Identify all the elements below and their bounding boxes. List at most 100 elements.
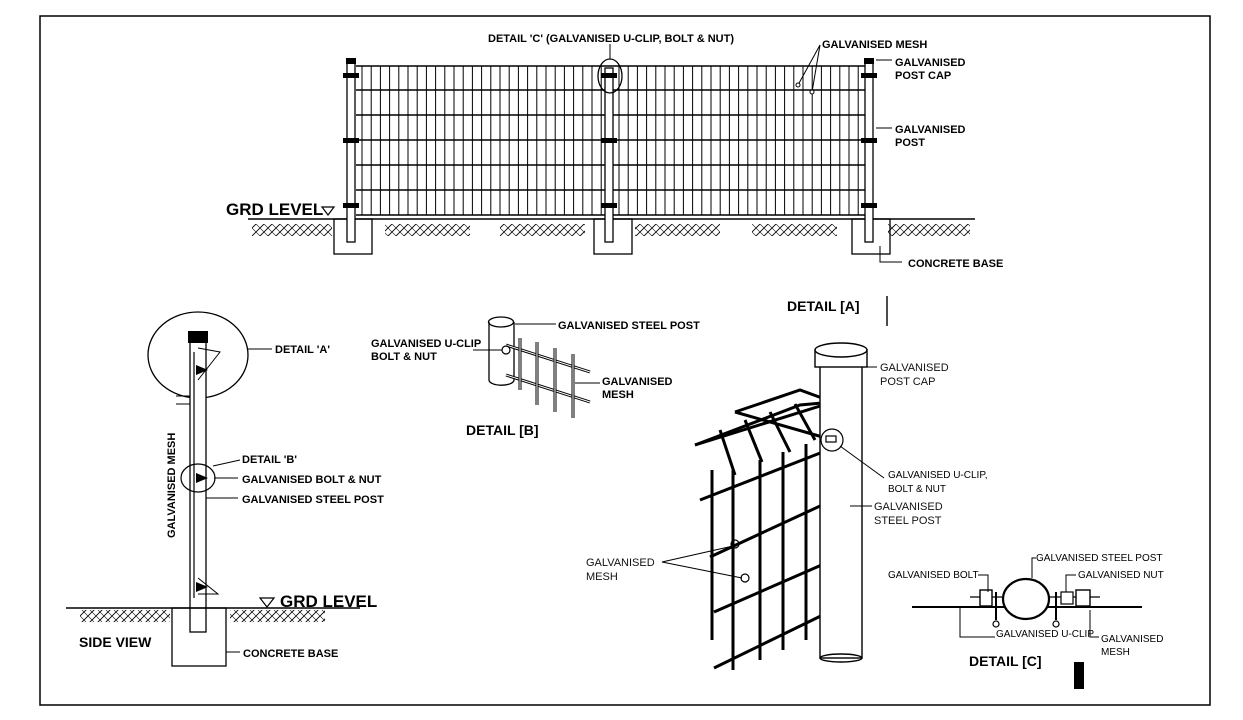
leader-line xyxy=(811,44,821,93)
detail-a: DETAIL [A] xyxy=(586,296,987,670)
side-ground-level-label: GRD LEVEL xyxy=(280,592,377,611)
front-post-cap-label: POST CAP xyxy=(895,70,951,82)
front-post-cap-label: GALVANISED xyxy=(895,57,966,69)
front-soil-hatch xyxy=(888,224,970,236)
detail-b-mesh-label: GALVANISED xyxy=(602,376,673,388)
detail-c-washer xyxy=(1052,620,1060,628)
front-post-cap xyxy=(864,58,874,64)
leader-line xyxy=(1031,557,1036,578)
front-mesh-panel xyxy=(356,65,865,216)
side-concrete-base xyxy=(171,607,227,667)
side-detail-a-label: DETAIL 'A' xyxy=(275,344,330,356)
front-post-left xyxy=(346,61,356,243)
detail-a-post-cap-top xyxy=(814,342,868,358)
detail-c-nut-label: GALVANISED NUT xyxy=(1078,570,1164,581)
side-bracket xyxy=(197,577,220,595)
leader-line xyxy=(1065,574,1076,592)
detail-a-mesh-label: MESH xyxy=(586,571,618,583)
detail-c-mesh-label: GALVANISED xyxy=(1101,634,1163,645)
detail-c-nut xyxy=(1075,589,1091,607)
detail-a-uclip xyxy=(825,435,837,443)
leader-line xyxy=(1089,610,1099,638)
leader-line xyxy=(959,608,995,638)
detail-a-steel-post-label: STEEL POST xyxy=(874,515,942,527)
side-bolt-nut-label: GALVANISED BOLT & NUT xyxy=(242,474,382,486)
leader-line xyxy=(212,459,241,467)
detail-a-steel-post-label: GALVANISED xyxy=(874,501,943,513)
side-mesh-tab xyxy=(176,395,191,405)
detail-a-title: DETAIL [A] xyxy=(787,298,860,314)
side-clips xyxy=(196,365,208,592)
leader-line xyxy=(661,545,734,563)
detail-b-post xyxy=(488,322,515,386)
front-post-label: POST xyxy=(895,137,925,149)
front-soil-hatch xyxy=(385,224,470,236)
side-soil-hatch xyxy=(230,610,325,622)
detail-c-uclip-label: GALVANISED U-CLIP xyxy=(996,629,1094,640)
detail-a-post xyxy=(819,352,863,659)
front-soil-hatch xyxy=(500,224,585,236)
front-clips xyxy=(343,73,877,208)
mesh-point-marker xyxy=(795,82,801,88)
drawing-frame xyxy=(39,15,1211,706)
detail-c-marker-bar xyxy=(1074,662,1084,689)
leader-line xyxy=(978,574,989,592)
side-view: DETAIL 'A' DETAIL 'B' GALVANISED BOLT & … xyxy=(66,311,384,667)
front-mesh-label: GALVANISED MESH xyxy=(822,39,927,51)
leader-line xyxy=(797,44,821,86)
detail-c: GALVANISED STEEL POST GALVANISED BOLT GA… xyxy=(888,553,1164,689)
detail-c-mesh-label: MESH xyxy=(1101,647,1130,658)
detail-b: GALVANISED STEEL POST GALVANISED U-CLIP … xyxy=(371,316,700,438)
front-view: DETAIL 'C' (GALVANISED U-CLIP, BOLT & NU… xyxy=(226,33,1003,270)
detail-c-uclip xyxy=(995,592,1057,620)
side-detail-b-label: DETAIL 'B' xyxy=(242,454,297,466)
front-post-middle xyxy=(604,67,614,243)
front-concrete-label: CONCRETE BASE xyxy=(908,258,1003,270)
detail-c-title: DETAIL [C] xyxy=(969,653,1042,669)
detail-c-nut xyxy=(1060,591,1074,605)
side-soil-hatch xyxy=(80,610,170,622)
mesh-point-marker xyxy=(740,573,750,583)
detail-b-mesh xyxy=(505,338,591,418)
detail-b-title: DETAIL [B] xyxy=(466,422,539,438)
detail-b-uclip xyxy=(501,345,511,355)
leader-line xyxy=(661,561,743,579)
ground-level-symbol xyxy=(320,206,336,216)
detail-a-mesh xyxy=(694,388,835,670)
detail-c-washer xyxy=(992,620,1000,628)
detail-c-post-section xyxy=(1001,577,1051,621)
front-post-right xyxy=(864,61,874,243)
side-ground-level-symbol xyxy=(258,597,276,608)
detail-b-steel-post-label: GALVANISED STEEL POST xyxy=(558,320,700,332)
mesh-point-marker xyxy=(730,539,740,549)
detail-a-uclip-circle xyxy=(820,428,844,452)
side-post-cap xyxy=(188,331,208,343)
detail-c-bolt-label: GALVANISED BOLT xyxy=(888,570,979,581)
front-soil-hatch xyxy=(752,224,837,236)
detail-b-uclip-label: GALVANISED U-CLIP xyxy=(371,338,481,350)
detail-c-callout: DETAIL 'C' (GALVANISED U-CLIP, BOLT & NU… xyxy=(488,33,734,45)
leader-line xyxy=(879,246,902,263)
detail-c-steel-post-label: GALVANISED STEEL POST xyxy=(1036,553,1163,564)
mesh-point-marker xyxy=(809,89,815,95)
front-post-cap xyxy=(346,58,356,64)
detail-c-bolt-head xyxy=(979,589,993,607)
side-steel-post-label: GALVANISED STEEL POST xyxy=(242,494,384,506)
detail-a-post-base xyxy=(819,653,863,663)
detail-a-uclip-label: BOLT & NUT xyxy=(888,484,946,495)
detail-b-uclip-label: BOLT & NUT xyxy=(371,351,437,363)
front-post-label: GALVANISED xyxy=(895,124,966,136)
detail-b-post-top xyxy=(487,316,515,328)
detail-a-uclip-label: GALVANISED U-CLIP, xyxy=(888,470,987,481)
detail-a-post-cap-label: GALVANISED xyxy=(880,362,949,374)
detail-a-mesh-label: GALVANISED xyxy=(586,557,655,569)
leader-line xyxy=(839,445,885,479)
detail-a-post-cap-label: POST CAP xyxy=(880,376,935,388)
front-ground-level-label: GRD LEVEL xyxy=(226,200,323,219)
side-mesh-vertical-label: GALVANISED MESH xyxy=(166,433,178,538)
detail-b-mesh-label: MESH xyxy=(602,389,634,401)
side-concrete-label: CONCRETE BASE xyxy=(243,648,338,660)
front-soil-hatch xyxy=(635,224,720,236)
side-view-title: SIDE VIEW xyxy=(79,634,152,650)
